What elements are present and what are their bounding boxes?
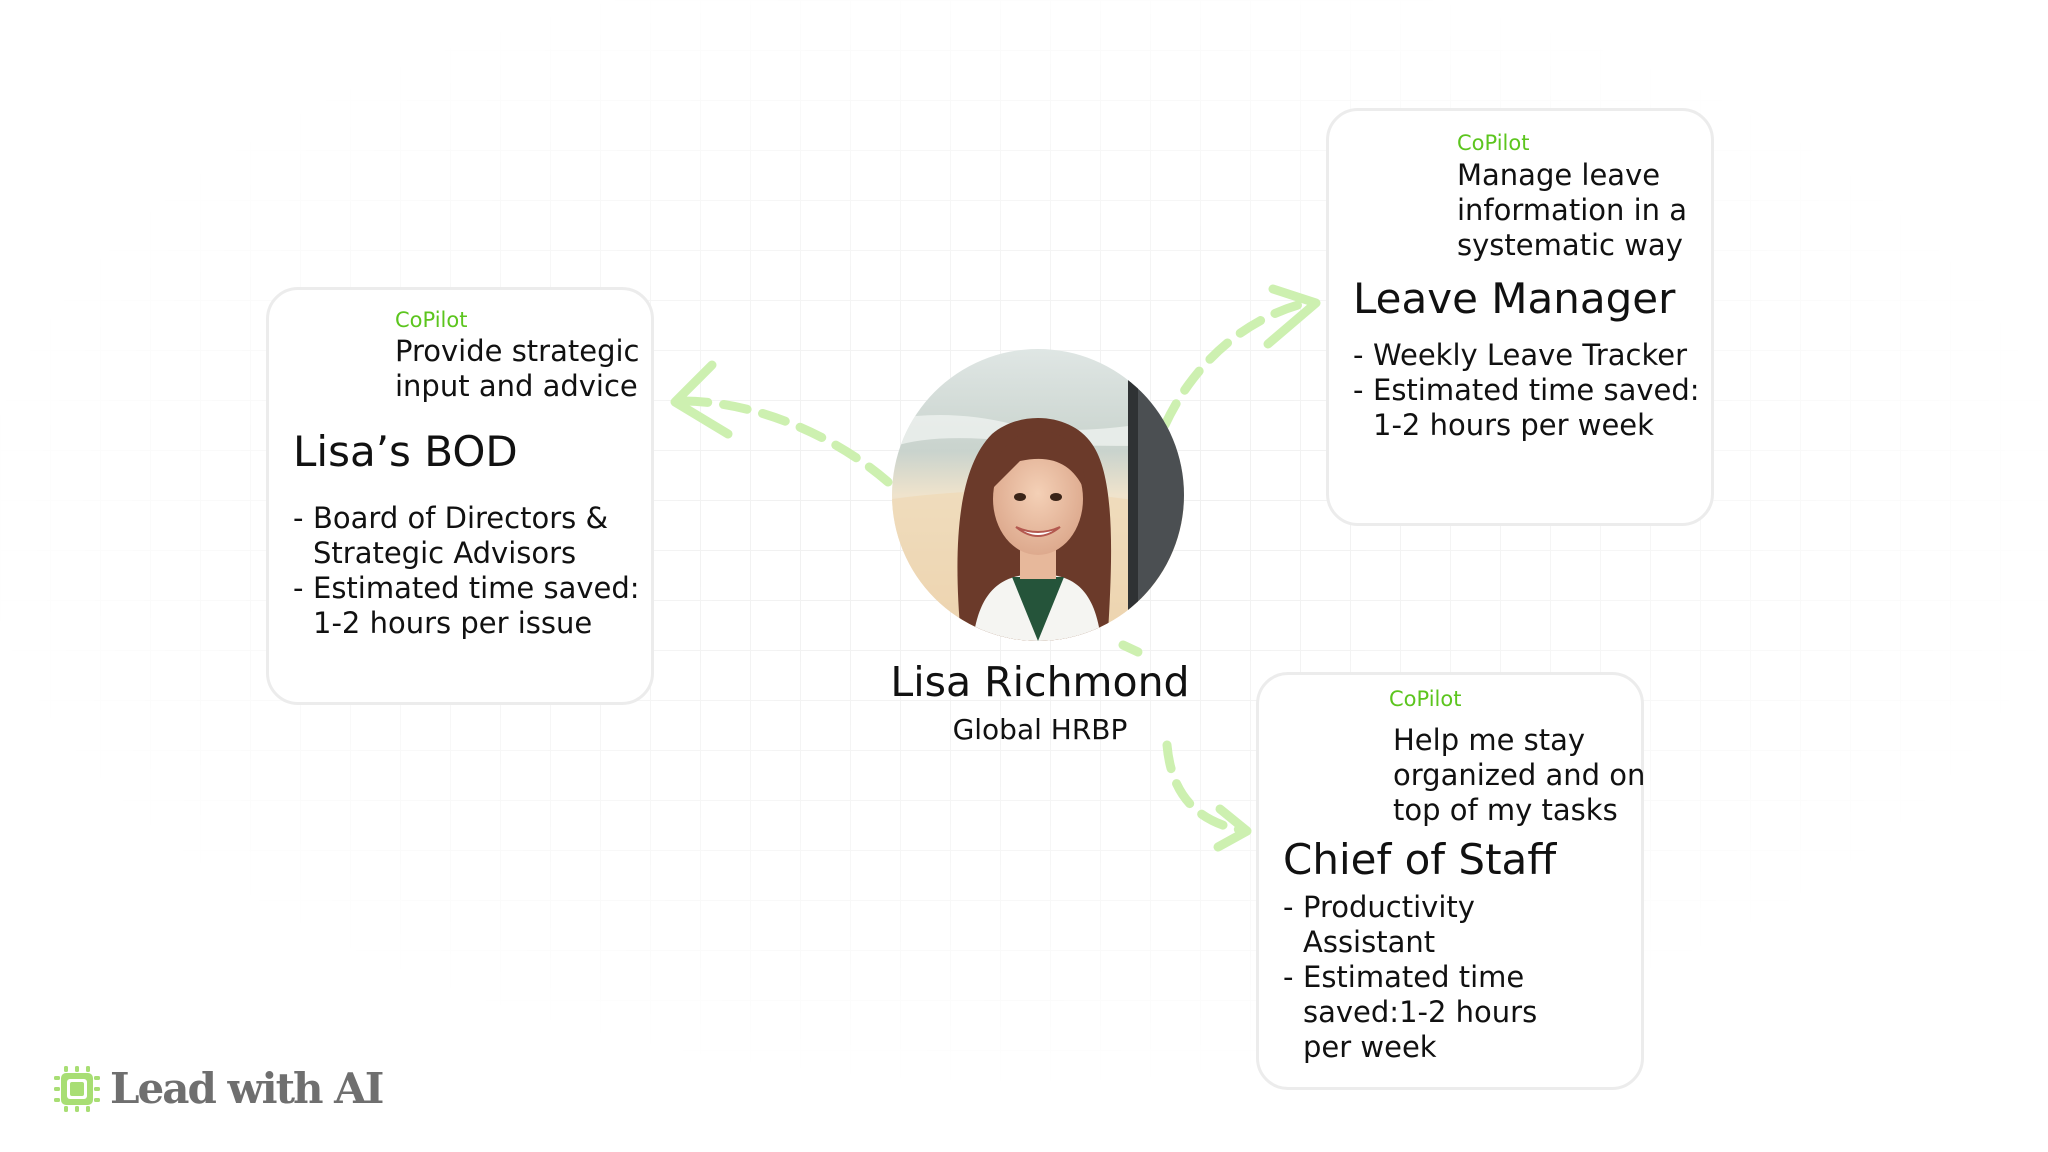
card-bullet: Weekly Leave Tracker: [1353, 338, 1709, 373]
arrow-to-chief-of-staff: [1162, 740, 1247, 835]
connector-stub: [1118, 640, 1143, 657]
card-bullets: Productivity Assistant Estimated time sa…: [1283, 890, 1593, 1065]
card-bullet: Estimated time saved: 1-2 hours per issu…: [293, 571, 645, 641]
card-title: Chief of Staff: [1283, 835, 1557, 884]
card-title: Leave Manager: [1353, 274, 1676, 323]
card-chief-of-staff[interactable]: CoPilot Help me stay organized and on to…: [1256, 672, 1645, 1090]
card-description: Manage leave information in a systematic…: [1457, 158, 1688, 262]
arrowhead-chief-of-staff: [1213, 804, 1252, 852]
arrow-to-leave-manager: [1160, 297, 1315, 430]
card-bullet: Estimated time saved: 1-2 hours per week: [1353, 373, 1709, 443]
card-bullet: Productivity Assistant: [1283, 890, 1593, 960]
copilot-tag: CoPilot: [1389, 687, 1462, 711]
chip-icon: [54, 1065, 100, 1112]
person-role: Global HRBP: [952, 713, 1128, 746]
arrowhead-bod: [670, 360, 733, 439]
arrow-to-bod: [673, 396, 893, 487]
card-bullet: Board of Directors & Strategic Advisors: [293, 501, 645, 571]
card-title: Lisa’s BOD: [293, 427, 518, 476]
card-description: Provide strategic input and advice: [395, 334, 640, 403]
card-lisas-bod[interactable]: CoPilot Provide strategic input and advi…: [266, 287, 654, 705]
card-bullets: Weekly Leave Tracker Estimated time save…: [1353, 338, 1709, 443]
card-bullet: Estimated time saved:1-2 hours per week: [1283, 960, 1593, 1065]
logo-text: Lead with AI: [110, 1064, 384, 1113]
copilot-tag: CoPilot: [1457, 131, 1530, 155]
card-bullets: Board of Directors & Strategic Advisors …: [293, 501, 645, 641]
card-leave-manager[interactable]: CoPilot Manage leave information in a sy…: [1326, 108, 1714, 526]
arrowhead-leave-manager: [1263, 284, 1321, 349]
card-description: Help me stay organized and on top of my …: [1393, 723, 1646, 827]
profile-photo: [892, 349, 1184, 641]
person-name: Lisa Richmond: [890, 658, 1190, 706]
copilot-tag: CoPilot: [395, 308, 468, 332]
brand-logo[interactable]: Lead with AI: [54, 1064, 384, 1113]
